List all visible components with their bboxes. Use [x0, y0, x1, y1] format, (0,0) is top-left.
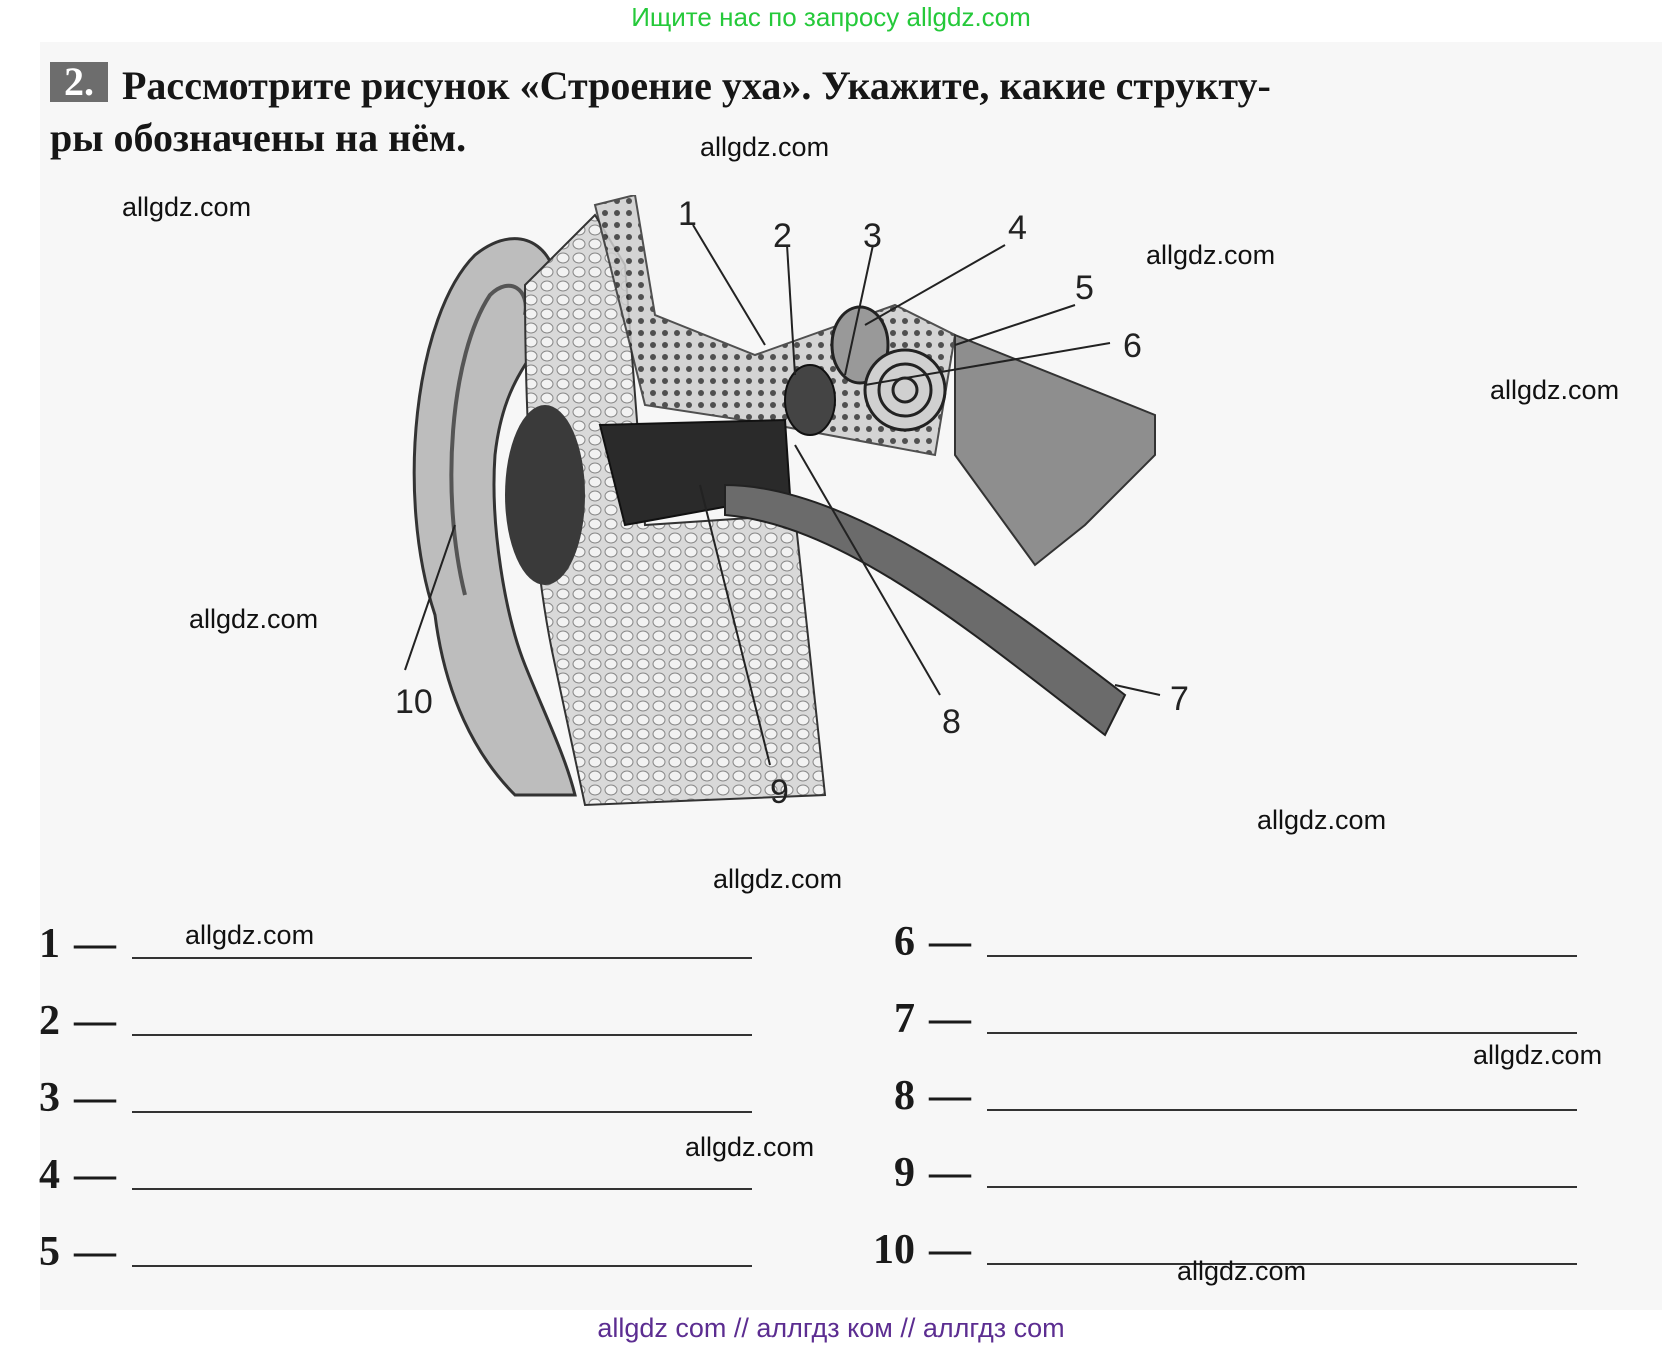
watermark: allgdz.com [1473, 1040, 1603, 1070]
answer-dash: — [929, 996, 971, 1042]
answer-field-5[interactable] [132, 1264, 752, 1267]
answer-dash: — [929, 1073, 971, 1119]
answer-dash: — [74, 1229, 116, 1275]
answer-field-6[interactable] [987, 954, 1577, 957]
ossicles [784, 364, 836, 436]
ear-drawing [404, 193, 1161, 807]
task-text-figure-title: «Строение уха» [519, 63, 802, 108]
answer-number: 8 [894, 1073, 915, 1119]
watermark: allgdz.com [1257, 805, 1387, 835]
answer-number: 9 [894, 1150, 915, 1196]
task-text-part1: Рассмотрите рисунок [122, 63, 520, 108]
cochlea [863, 348, 947, 432]
answer-dash: — [929, 1227, 971, 1273]
watermark: allgdz.com [1146, 240, 1276, 270]
task-text-part2: . Укажите, какие структу- [801, 63, 1271, 108]
answer-field-7[interactable] [987, 1031, 1577, 1034]
answer-number: 10 [873, 1227, 915, 1273]
answer-field-4[interactable] [132, 1187, 752, 1190]
task-number: 2. [50, 62, 108, 102]
answer-number: 3 [39, 1075, 60, 1121]
watermark: allgdz.com [189, 604, 319, 634]
figure-label-3: 3 [863, 217, 882, 255]
answer-number: 7 [894, 996, 915, 1042]
answer-dash: — [74, 921, 116, 967]
task-statement: 2. Рассмотрите рисунок «Строение уха». Ук… [50, 58, 1610, 114]
answer-number: 5 [39, 1229, 60, 1275]
answer-number: 1 [39, 921, 60, 967]
watermark: allgdz.com [685, 1132, 815, 1162]
figure-label-8: 8 [942, 703, 961, 741]
answer-field-3[interactable] [132, 1110, 752, 1113]
figure-label-6: 6 [1123, 327, 1142, 365]
answer-dash: — [74, 998, 116, 1044]
answer-field-2[interactable] [132, 1033, 752, 1036]
figure-label-9: 9 [770, 773, 789, 811]
auricle-shape [412, 237, 577, 797]
answer-field-9[interactable] [987, 1185, 1577, 1188]
watermark: allgdz.com [185, 920, 315, 950]
answer-row-10: 10 — [855, 1221, 1577, 1271]
watermark: allgdz.com [1177, 1256, 1307, 1286]
figure-label-4: 4 [1008, 209, 1027, 247]
answer-dash: — [929, 1150, 971, 1196]
figure-label-2: 2 [773, 217, 792, 255]
figure-label-10: 10 [395, 683, 433, 721]
answer-row-2: 2 — [0, 992, 752, 1042]
watermark: allgdz.com [700, 132, 830, 162]
answer-number: 4 [39, 1152, 60, 1198]
answer-number: 2 [39, 998, 60, 1044]
figure-label-5: 5 [1075, 269, 1094, 307]
answer-field-1[interactable] [132, 956, 752, 959]
eustachian-tube [724, 483, 1127, 737]
answer-row-4: 4 — [0, 1146, 752, 1196]
watermark: allgdz.com [713, 864, 843, 894]
answer-field-10[interactable] [987, 1262, 1577, 1265]
inner-bone [954, 333, 1156, 567]
answer-row-9: 9 — [855, 1144, 1577, 1194]
answer-number: 6 [894, 919, 915, 965]
answer-field-8[interactable] [987, 1108, 1577, 1111]
answer-row-5: 5 — [0, 1223, 752, 1273]
answer-row-6: 6 — [855, 913, 1577, 963]
figure-label-1: 1 [678, 195, 697, 233]
answer-dash: — [74, 1075, 116, 1121]
watermark: allgdz.com [122, 192, 252, 222]
ear-structure-figure: 1 2 3 4 5 6 7 8 9 10 [395, 193, 1255, 850]
task-text-line2: ры обозначены на нём. [50, 115, 467, 160]
top-banner[interactable]: Ищите нас по запросу allgdz.com [631, 2, 1031, 32]
answer-row-8: 8 — [855, 1067, 1577, 1117]
answer-dash: — [929, 919, 971, 965]
bottom-banner[interactable]: allgdz com // аллгдз ком // аллгдз com [597, 1313, 1065, 1343]
answer-row-1: 1 — [0, 915, 752, 965]
answer-dash: — [74, 1152, 116, 1198]
answer-row-3: 3 — [0, 1069, 752, 1119]
answer-row-7: 7 — [855, 990, 1577, 1040]
watermark: allgdz.com [1490, 375, 1620, 405]
label-pointers [404, 224, 1161, 766]
page-background [40, 42, 1662, 1310]
figure-label-7: 7 [1170, 680, 1189, 718]
